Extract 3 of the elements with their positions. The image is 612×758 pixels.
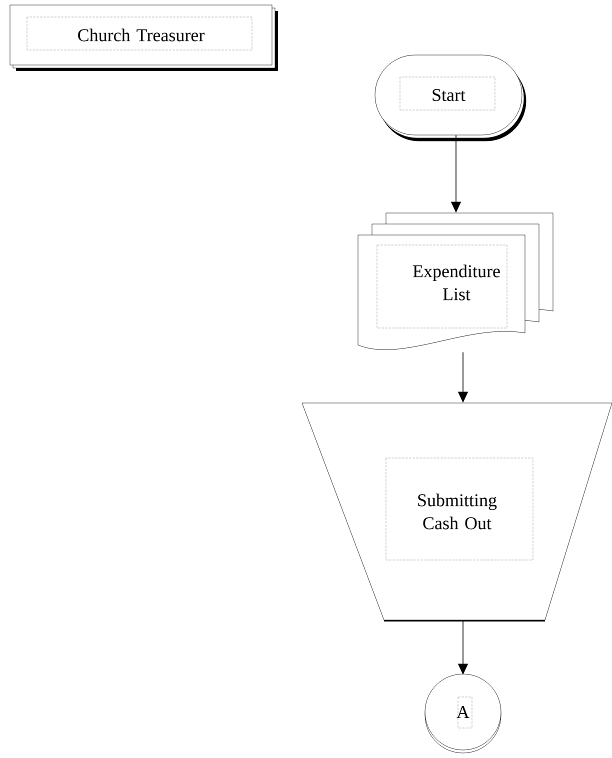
title-box: Church Treasurer bbox=[10, 4, 278, 71]
start-terminal: Start bbox=[374, 54, 526, 142]
node-label: Submitting Cash Out bbox=[418, 494, 497, 530]
